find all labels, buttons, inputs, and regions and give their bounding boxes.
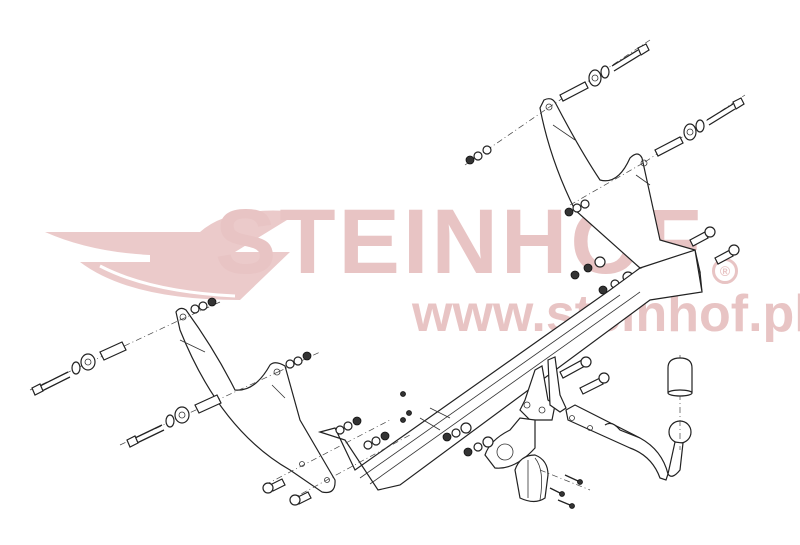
right-mounting-bracket <box>539 98 701 273</box>
nuts-right-top <box>465 145 634 295</box>
socket-screws <box>539 469 591 509</box>
hitch-bolts <box>559 356 610 395</box>
bolt-left-1 <box>31 341 127 396</box>
electrical-socket <box>514 454 549 503</box>
cross-beam <box>317 249 703 491</box>
bolt-top-2 <box>654 97 745 157</box>
nuts-left <box>190 297 412 450</box>
nuts-center <box>442 422 494 457</box>
ball-hitch-arm <box>565 404 692 481</box>
hitch-center-bracket <box>519 356 567 421</box>
tow-ball-cover <box>667 357 693 397</box>
bolt-top-1 <box>559 43 650 102</box>
bolts-right-side <box>689 226 740 265</box>
left-mounting-bracket <box>175 307 336 494</box>
bolts-left-bottom <box>262 478 312 506</box>
bolt-left-2 <box>126 394 222 448</box>
